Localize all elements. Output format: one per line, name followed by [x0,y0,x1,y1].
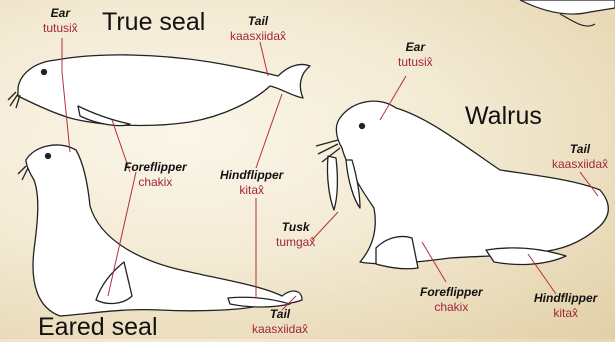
eared-seal-title: Eared seal [38,313,158,342]
label-walrus-foreflipper: Foreflipper chakix [420,285,483,315]
label-walrus-ear: Ear tutusix̂ [398,40,433,70]
label-true-seal-ear: Ear tutusix̂ [43,6,78,36]
english-name: Hindflipper [220,168,283,183]
label-walrus-tusk: Tusk tumgax̂ [276,220,315,250]
aleut-name: kaasxiidax̂ [552,157,608,172]
aleut-name: kaasxiidax̂ [252,322,308,337]
aleut-name: tumgax̂ [276,235,315,250]
label-eared-tail: Tail kaasxiidax̂ [252,307,308,337]
label-walrus-tail: Tail kaasxiidax̂ [552,142,608,172]
aleut-name: kaasxiidax̂ [230,29,286,44]
label-true-seal-tail: Tail kaasxiidax̂ [230,14,286,44]
english-name: Tail [552,142,608,157]
label-eared-foreflipper: Foreflipper chakix [124,160,187,190]
english-name: Tail [252,307,308,322]
walrus-drawing [316,101,608,269]
english-name: Hindflipper [534,291,597,306]
aleut-name: chakix [124,175,187,190]
leader-walrus-tusk [312,212,338,240]
true-seal-title: True seal [102,8,205,37]
english-name: Ear [43,6,78,21]
aleut-name: chakix [420,300,483,315]
leader-true-seal-hindflipper [256,94,282,168]
english-name: Foreflipper [124,160,187,175]
aleut-name: tutusix̂ [398,55,433,70]
aleut-name: kitax̂ [220,183,283,198]
walrus-title: Walrus [465,102,542,131]
aleut-name: tutusix̂ [43,21,78,36]
true-seal-drawing [8,55,310,126]
aleut-name: kitax̂ [534,306,597,321]
english-name: Ear [398,40,433,55]
english-name: Tusk [276,220,315,235]
leader-true-seal-tail [260,42,268,76]
label-walrus-hindflipper: Hindflipper kitax̂ [534,291,597,321]
partial-animal-drawing [520,0,615,26]
english-name: Tail [230,14,286,29]
label-eared-hindflipper: Hindflipper kitax̂ [220,168,283,198]
english-name: Foreflipper [420,285,483,300]
